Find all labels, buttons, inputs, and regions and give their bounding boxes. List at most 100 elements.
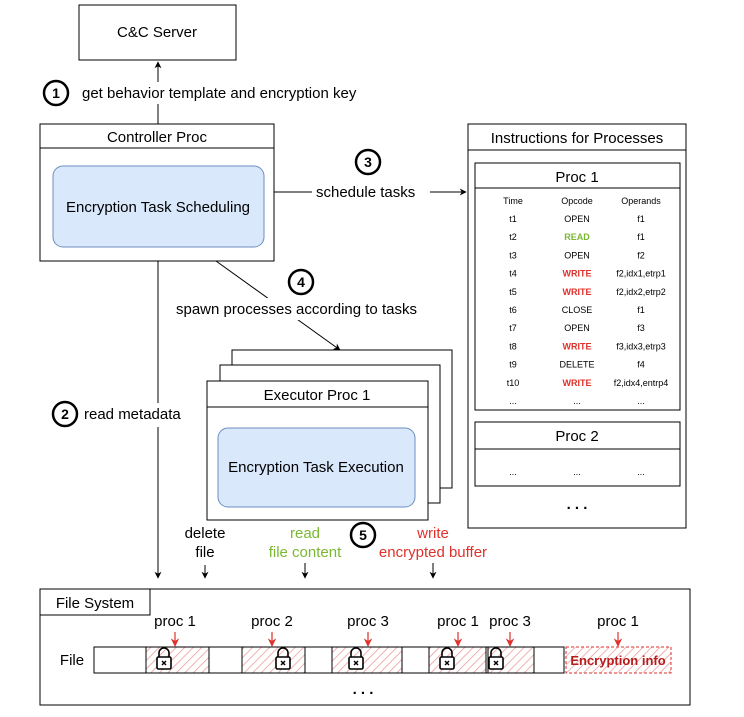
row-time: t10	[507, 378, 520, 388]
row-time: t6	[509, 305, 517, 315]
step-3-number: 3	[364, 154, 372, 170]
row-opcode: WRITE	[563, 287, 592, 297]
file-row-label: File	[60, 652, 84, 669]
proc-label: proc 1	[597, 613, 639, 630]
execution-label: Encryption Task Execution	[228, 459, 404, 476]
lock-icon	[156, 647, 172, 670]
row-operands: f3,idx3,etrp3	[616, 341, 666, 351]
encryption-info-block	[565, 646, 672, 674]
row-opcode: OPEN	[564, 323, 590, 333]
row-opcode: WRITE	[563, 341, 592, 351]
row-time: t9	[509, 360, 517, 370]
row-time: t5	[509, 287, 517, 297]
step-4-text: spawn processes according to tasks	[176, 301, 417, 318]
row-opcode: CLOSE	[562, 305, 593, 315]
scheduling-box	[52, 165, 265, 248]
col-time-header: Time	[503, 196, 523, 206]
lock-icon	[348, 647, 364, 670]
proc2-title: Proc 2	[555, 428, 598, 445]
instructions-panel: Instructions for Processes Proc 1 Time O…	[467, 123, 687, 529]
row-operands: f3	[637, 323, 645, 333]
step-1-text: get behavior template and encryption key	[82, 85, 357, 102]
proc2-cell: ...	[509, 467, 517, 477]
row-operands: f1	[637, 214, 645, 224]
controller-title: Controller Proc	[107, 129, 208, 146]
col-operands-header: Operands	[621, 196, 661, 206]
step-2: 2 read metadata	[48, 400, 196, 428]
lock-icon	[439, 647, 455, 670]
step-3-badge	[354, 148, 382, 176]
executor-stack: Executor Proc 1 Encryption Task Executio…	[206, 349, 453, 521]
proc1-title: Proc 1	[555, 169, 598, 186]
file-block	[145, 646, 210, 674]
proc-label: proc 2	[251, 613, 293, 630]
read-label-line2: file content	[269, 544, 342, 561]
col-opcode-header: Opcode	[561, 196, 593, 206]
row-opcode: WRITE	[563, 269, 592, 279]
row-operands: f4	[637, 360, 645, 370]
proc-label: proc 3	[489, 613, 531, 630]
proc1-box	[474, 162, 681, 411]
step-3-text: schedule tasks	[316, 184, 415, 201]
write-label-line1: write	[416, 525, 449, 542]
cnc-server-label: C&C Server	[117, 24, 197, 41]
step-5-badge	[349, 521, 377, 549]
row-operands: ...	[637, 396, 645, 406]
file-system-more: . . .	[353, 681, 374, 698]
instructions-more: . . .	[567, 496, 588, 513]
lock-icon	[275, 647, 291, 670]
step-1-number: 1	[52, 85, 60, 101]
row-time: ...	[509, 396, 517, 406]
read-label-line1: read	[290, 525, 320, 542]
proc-label: proc 3	[347, 613, 389, 630]
step-1-badge	[42, 79, 70, 107]
step-2-badge	[51, 400, 79, 428]
file-block	[428, 646, 487, 674]
row-operands: f2,idx1,etrp1	[616, 269, 666, 279]
step-5: 5	[349, 521, 377, 549]
proc2-cell: ...	[637, 467, 645, 477]
row-time: t3	[509, 250, 517, 260]
cnc-server-box: C&C Server	[78, 4, 237, 61]
proc2-cell: ...	[573, 467, 581, 477]
row-opcode: ...	[573, 396, 581, 406]
row-operands: f2	[637, 250, 645, 260]
action-read: read file content	[269, 525, 342, 579]
row-operands: f1	[637, 232, 645, 242]
row-opcode: DELETE	[559, 360, 594, 370]
proc-label: proc 1	[437, 613, 479, 630]
row-operands: f2,idx4,entrp4	[614, 378, 669, 388]
action-write: write encrypted buffer	[379, 525, 487, 579]
step-4-number: 4	[297, 274, 305, 290]
lock-icon	[488, 647, 504, 670]
step-3: 3 schedule tasks	[312, 148, 430, 203]
step-4: 4 spawn processes according to tasks	[170, 268, 446, 320]
file-block	[331, 646, 403, 674]
executor-title: Executor Proc 1	[264, 387, 371, 404]
step-5-number: 5	[359, 527, 367, 543]
delete-label-line1: delete	[185, 525, 226, 542]
row-operands: f1	[637, 305, 645, 315]
encryption-info-label: Encryption info	[570, 653, 665, 668]
proc-label: proc 1	[154, 613, 196, 630]
action-delete: delete file	[185, 525, 226, 579]
delete-label-line2: file	[195, 544, 214, 561]
execution-box	[217, 427, 416, 508]
file-block	[241, 646, 306, 674]
row-time: t7	[509, 323, 517, 333]
row-time: t1	[509, 214, 517, 224]
file-blocks: proc 1 proc 2 proc 3 proc 1 proc 3 proc 1	[145, 613, 639, 674]
row-opcode: READ	[564, 232, 590, 242]
step-2-number: 2	[61, 406, 69, 422]
controller-proc: Controller Proc Encryption Task Scheduli…	[39, 123, 275, 262]
row-opcode: OPEN	[564, 214, 590, 224]
step-1: 1 get behavior template and encryption k…	[42, 79, 400, 107]
row-opcode: OPEN	[564, 250, 590, 260]
file-system-tab	[39, 588, 151, 616]
scheduling-label: Encryption Task Scheduling	[66, 199, 250, 216]
write-label-line2: encrypted buffer	[379, 544, 487, 561]
